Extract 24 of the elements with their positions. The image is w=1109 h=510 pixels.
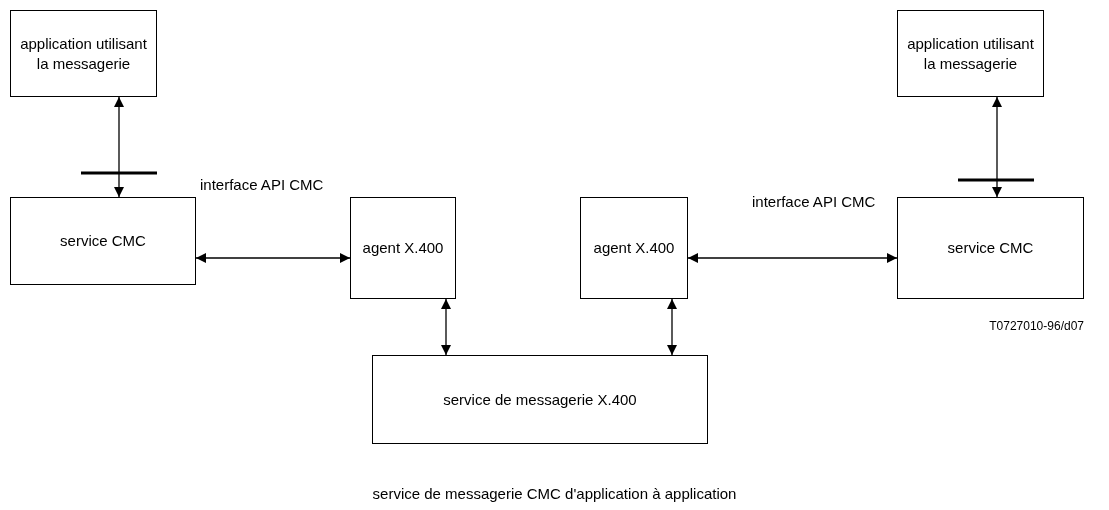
box-label: service de messagerie X.400 [443, 389, 637, 410]
interface-label: interface API CMC [200, 175, 324, 195]
double-arrow [667, 298, 677, 356]
box-label: agent X.400 [593, 238, 675, 258]
box-label: agent X.400 [362, 238, 444, 258]
process-box [10, 10, 157, 97]
double-arrow [114, 96, 124, 198]
caption: service de messagerie CMC d'application à application [372, 484, 737, 504]
box-label: service CMC [60, 231, 146, 251]
box-label: application utilisant la messagerie [19, 33, 148, 74]
double-arrow [195, 253, 351, 263]
box-label: service CMC [947, 238, 1034, 258]
double-arrow [441, 298, 451, 356]
process-box [897, 10, 1044, 97]
process-box [10, 197, 196, 285]
process-box [580, 197, 688, 299]
process-box [350, 197, 456, 299]
process-box [897, 197, 1084, 299]
process-box [372, 355, 708, 444]
figure-code: T0727010-96/d07 [989, 318, 1084, 335]
box-label: application utilisant la messagerie [906, 33, 1035, 74]
interface-label: interface API CMC [752, 192, 876, 212]
double-arrow [992, 96, 1002, 198]
double-arrow [687, 253, 898, 263]
